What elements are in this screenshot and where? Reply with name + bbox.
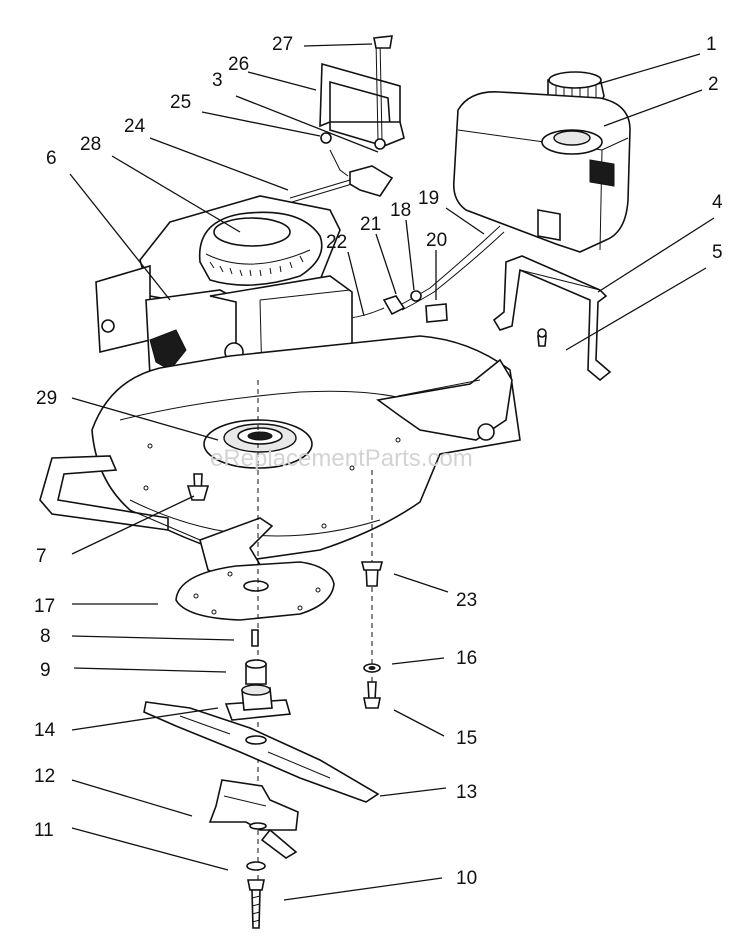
callout-labels: 1 2 3 4 5 6 7 8 9 10 11 12 13 14 15 16 1…: [34, 34, 723, 889]
callout-14: 14: [34, 720, 56, 741]
leader-9: [73, 667, 227, 673]
fuel-line-part: [349, 225, 505, 323]
leader-12: [71, 779, 193, 817]
callout-25: 25: [170, 92, 191, 113]
leader-27: [303, 43, 373, 47]
leader-2: [603, 89, 703, 127]
callout-18: 18: [390, 200, 411, 221]
callout-26: 26: [228, 54, 249, 75]
callout-15: 15: [456, 728, 477, 749]
leader-3: [235, 95, 379, 153]
callout-5: 5: [712, 242, 723, 263]
leader-19: [445, 207, 485, 235]
fuel-tank-part: [452, 91, 631, 253]
callout-10: 10: [456, 868, 477, 889]
callout-3: 3: [212, 70, 223, 91]
blade-part: [143, 701, 380, 803]
callout-22: 22: [326, 232, 347, 253]
leader-11: [71, 827, 229, 871]
leader-28: [111, 155, 241, 233]
callout-1: 1: [706, 34, 717, 55]
callout-2: 2: [708, 74, 719, 95]
tank-bracket-part: [492, 255, 612, 382]
leader-14: [71, 707, 219, 731]
callout-29: 29: [36, 388, 57, 409]
mulching-blade-part: [208, 779, 299, 859]
throttle-control-part: [289, 35, 405, 203]
leader-24: [149, 137, 289, 191]
callout-23: 23: [456, 590, 477, 611]
callout-8: 8: [40, 626, 51, 647]
callout-20: 20: [426, 230, 447, 251]
callout-19: 19: [418, 188, 439, 209]
leader-6: [69, 173, 171, 301]
mower-deck-part: [39, 335, 521, 585]
callout-11: 11: [34, 820, 54, 841]
leader-21: [375, 233, 397, 295]
leader-15: [393, 709, 445, 737]
callout-24: 24: [124, 116, 146, 137]
spindle-hardware-part: [224, 629, 292, 721]
callout-12: 12: [34, 766, 55, 787]
callout-21: 21: [360, 214, 381, 235]
leader-5: [565, 267, 707, 351]
callout-16: 16: [456, 648, 477, 669]
leader-8: [71, 635, 235, 641]
callout-7: 7: [36, 546, 47, 567]
leader-26: [247, 71, 317, 91]
callout-17: 17: [34, 596, 55, 617]
mounting-plate-part: [175, 561, 335, 621]
leader-25: [201, 111, 321, 137]
callout-6: 6: [46, 148, 57, 169]
blade-bolt-part: [246, 861, 266, 929]
deck-fasteners-part: [360, 561, 384, 709]
callout-27: 27: [272, 34, 293, 55]
leader-29: [71, 397, 219, 441]
leader-1: [597, 53, 701, 85]
leader-10: [283, 877, 443, 901]
leader-7: [71, 495, 195, 555]
callout-13: 13: [456, 782, 477, 803]
leader-lines: [69, 43, 715, 901]
callout-28: 28: [80, 134, 101, 155]
leader-4: [597, 217, 715, 293]
callout-9: 9: [40, 660, 51, 681]
callout-4: 4: [712, 192, 723, 213]
watermark-text: eReplacementParts.com: [210, 445, 473, 472]
leader-16: [391, 657, 445, 665]
leader-18: [405, 219, 415, 291]
leader-13: [379, 787, 447, 797]
leader-22: [347, 251, 365, 317]
leader-23: [393, 573, 449, 593]
